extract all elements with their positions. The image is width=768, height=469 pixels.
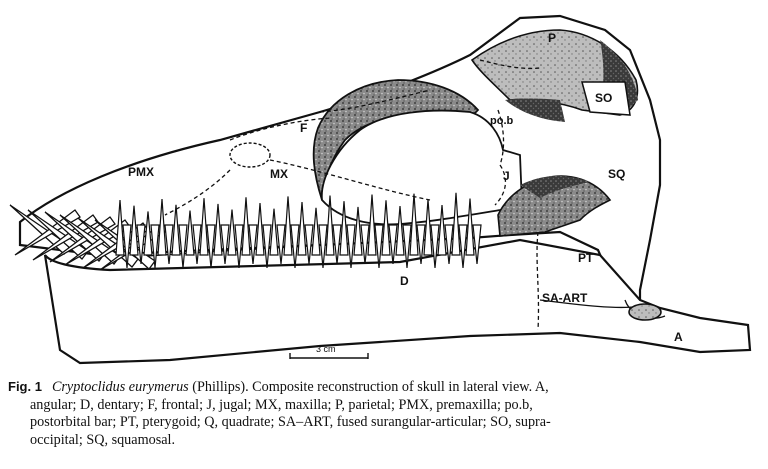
tooth xyxy=(192,224,202,265)
tooth xyxy=(437,205,447,256)
tooth xyxy=(234,224,244,269)
caption-line-1: Fig. 1 Cryptoclidus eurymerus (Phillips).… xyxy=(8,378,760,397)
tooth xyxy=(367,194,377,256)
tooth xyxy=(416,224,426,265)
tooth xyxy=(255,202,265,256)
tooth xyxy=(325,195,335,256)
label-squamosal: SQ xyxy=(608,167,625,181)
tooth xyxy=(14,209,81,256)
tooth xyxy=(199,198,209,256)
tooth xyxy=(318,224,328,269)
tooth xyxy=(374,224,384,269)
caption-line-1-text: (Phillips). Composite reconstruction of … xyxy=(188,379,549,395)
tooth xyxy=(465,198,475,256)
tooth xyxy=(171,204,181,256)
supraoccipital-region xyxy=(581,81,631,116)
tooth xyxy=(129,205,139,256)
tooth xyxy=(178,224,188,269)
tooth xyxy=(430,224,440,269)
label-postorbital-bar: po.b xyxy=(490,115,513,127)
tooth xyxy=(241,197,251,256)
tooth xyxy=(451,192,461,256)
tooth xyxy=(458,224,468,269)
tooth xyxy=(290,224,300,269)
tooth xyxy=(381,200,391,256)
tooth xyxy=(276,224,286,265)
tooth xyxy=(339,201,349,256)
label-frontal: F xyxy=(300,121,307,135)
tooth xyxy=(220,224,230,265)
tooth xyxy=(311,207,321,256)
figure-number: Fig. 1 xyxy=(8,379,42,394)
scale-bar: 3 cm xyxy=(289,344,369,359)
lower-jaw-outline xyxy=(43,238,752,365)
tooth xyxy=(150,224,160,269)
tooth xyxy=(353,206,363,256)
tooth xyxy=(115,199,125,256)
tooth xyxy=(444,224,454,265)
tooth xyxy=(423,199,433,256)
tooth xyxy=(49,216,116,263)
label-angular: A xyxy=(674,330,683,344)
tooth xyxy=(304,224,314,265)
lower-temporal-fenestra xyxy=(497,175,612,237)
tooth xyxy=(346,224,356,269)
label-surangular-articular: SA-ART xyxy=(542,291,588,305)
tooth xyxy=(248,224,258,265)
caption-line-4: occipital; SQ, squamosal. xyxy=(30,431,176,448)
tooth xyxy=(283,196,293,256)
tooth xyxy=(213,203,223,256)
tooth xyxy=(122,224,132,269)
tooth xyxy=(143,211,153,256)
label-dentary: D xyxy=(400,274,409,288)
external-naris xyxy=(229,142,271,168)
species-name: Cryptoclidus eurymerus xyxy=(51,379,189,395)
tooth xyxy=(388,224,398,265)
label-jugal: J xyxy=(503,169,510,183)
tooth xyxy=(32,214,99,261)
figure-caption: Fig. 1 Cryptoclidus eurymerus (Phillips).… xyxy=(8,378,760,449)
quadrate-condyle xyxy=(628,303,662,321)
label-parietal: P xyxy=(548,31,556,45)
tooth xyxy=(360,224,370,265)
teeth xyxy=(9,192,482,271)
tooth xyxy=(227,209,237,256)
label-maxilla: MX xyxy=(270,167,288,181)
tooth xyxy=(136,224,146,265)
tooth xyxy=(164,224,174,265)
label-pterygoid: PT xyxy=(578,251,594,265)
label-premaxilla: PMX xyxy=(128,165,154,179)
tooth xyxy=(269,208,279,256)
caption-line-3: postorbital bar; PT, pterygoid; Q, quadr… xyxy=(30,414,551,430)
tooth xyxy=(395,205,405,256)
tooth xyxy=(332,224,342,265)
tooth xyxy=(409,193,419,256)
caption-line-2: angular; D, dentary; F, frontal; J, juga… xyxy=(30,396,533,413)
tooth xyxy=(185,210,195,256)
tooth xyxy=(64,219,131,266)
tooth xyxy=(297,202,307,256)
tooth xyxy=(472,224,482,265)
tooth xyxy=(262,224,272,269)
tooth xyxy=(402,224,412,269)
suture-lines xyxy=(164,59,541,331)
label-supraoccipital: SO xyxy=(595,91,612,105)
tooth xyxy=(206,224,216,269)
tooth xyxy=(157,199,167,256)
scale-bar-label: 3 cm xyxy=(316,344,336,354)
